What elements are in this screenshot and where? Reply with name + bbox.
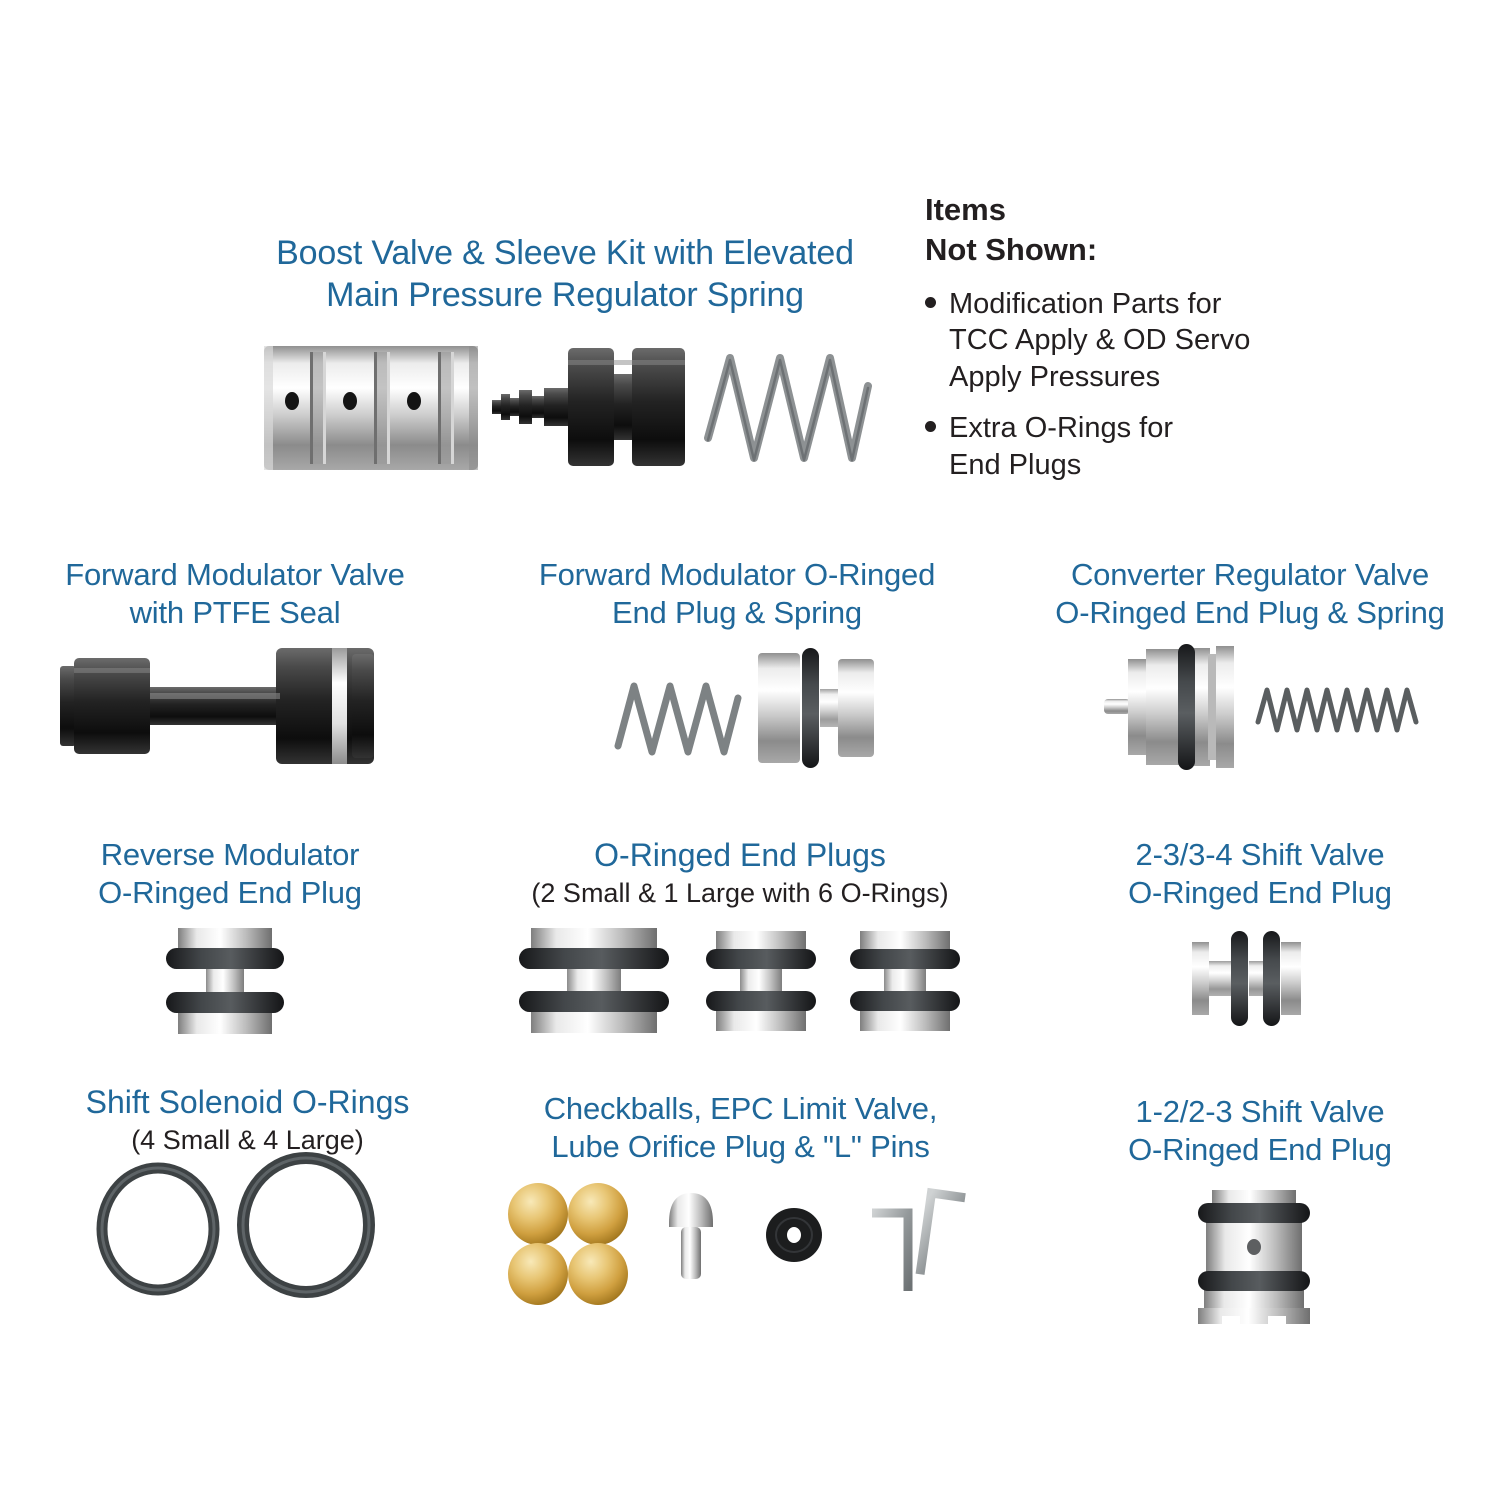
boost-kit-label: Boost Valve & Sleeve Kit with Elevated M… <box>276 234 854 315</box>
shift-solenoid-orings-label: Shift Solenoid O-Rings <box>85 1084 410 1120</box>
reverse-modulator-end-plug-image <box>166 928 284 1034</box>
shift-solenoid-orings-sublabel: (4 Small & 4 Large) <box>131 1125 364 1156</box>
note-bullet: Modification Parts for TCC Apply & OD Se… <box>925 286 1297 396</box>
converter-regulator-label: Converter Regulator Valve O-Ringed End P… <box>1055 557 1445 631</box>
lube-orifice-plug-image <box>766 1208 822 1262</box>
boost-valve-image <box>492 348 685 466</box>
bullet-dot-icon <box>925 421 936 433</box>
forward-modulator-end-plug-image <box>758 648 874 768</box>
converter-regulator-spring-image <box>1255 687 1419 733</box>
shift-solenoid-orings-label-group: Shift Solenoid O-Rings (4 Small & 4 Larg… <box>35 1083 460 1157</box>
shift-valve-2334-label: 2-3/3-4 Shift Valve O-Ringed End Plug <box>1128 837 1392 911</box>
large-end-plug-image <box>519 928 669 1033</box>
l-pins-image <box>872 1187 966 1291</box>
forward-modulator-spring-image <box>614 682 742 756</box>
forward-modulator-valve-label: Forward Modulator Valve with PTFE Seal <box>65 557 405 631</box>
note-bullet-text: Extra O-Rings for End Plugs <box>949 412 1173 481</box>
main-pressure-regulator-spring-image <box>704 354 872 462</box>
converter-regulator-end-plug-image <box>1104 644 1234 770</box>
small-end-plug-image <box>850 931 960 1031</box>
large-o-ring-image <box>237 1152 375 1298</box>
shift-valve-2334-end-plug-image <box>1192 931 1301 1026</box>
oringed-end-plugs-sublabel: (2 Small & 1 Large with 6 O-Rings) <box>531 878 949 909</box>
note-bullet-text: Modification Parts for TCC Apply & OD Se… <box>949 287 1251 393</box>
boost-sleeve-image <box>264 346 478 470</box>
checkballs-image <box>508 1183 628 1305</box>
checkballs-group-label: Checkballs, EPC Limit Valve, Lube Orific… <box>543 1091 938 1165</box>
items-not-shown-heading: Items Not Shown: <box>925 192 1098 268</box>
reverse-modulator-label: Reverse Modulator O-Ringed End Plug <box>98 837 362 911</box>
shift-valve-1223-end-plug-image <box>1198 1190 1310 1324</box>
forward-modulator-valve-image <box>60 648 374 764</box>
oringed-end-plugs-label-group: O-Ringed End Plugs (2 Small & 1 Large wi… <box>485 836 995 910</box>
small-end-plug-image <box>706 931 816 1031</box>
bullet-dot-icon <box>925 296 936 308</box>
oringed-end-plugs-label: O-Ringed End Plugs <box>594 837 886 873</box>
items-not-shown-note: Items Not Shown: Modification Parts for … <box>925 190 1297 483</box>
note-bullet: Extra O-Rings for End Plugs <box>925 410 1297 483</box>
small-o-ring-image <box>96 1162 220 1296</box>
shift-valve-1223-label: 1-2/2-3 Shift Valve O-Ringed End Plug <box>1128 1094 1392 1168</box>
epc-limit-valve-image <box>669 1193 713 1279</box>
forward-modulator-plug-label: Forward Modulator O-Ringed End Plug & Sp… <box>538 557 936 631</box>
